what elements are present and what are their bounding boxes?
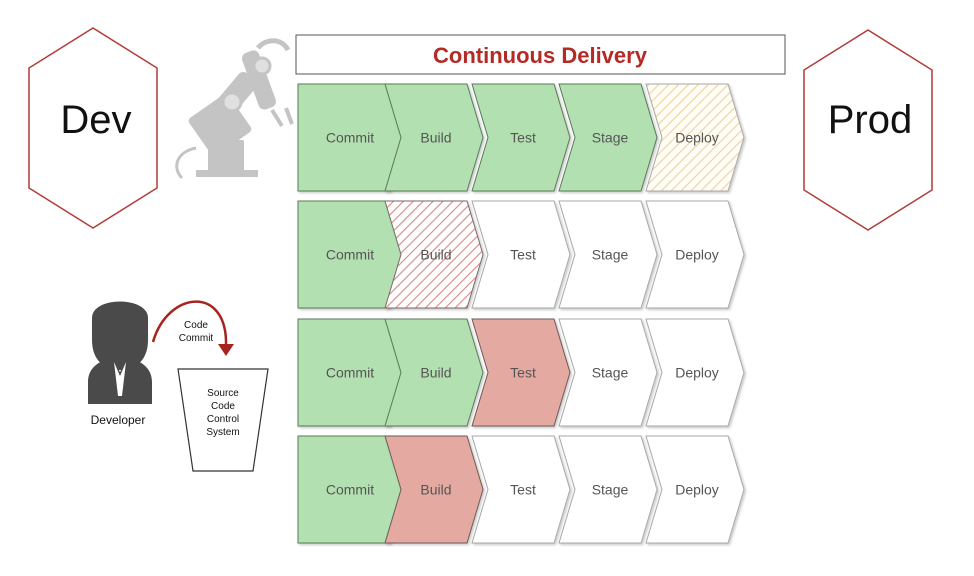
developer-label: Developer <box>91 413 146 427</box>
stage-label: Build <box>420 365 451 381</box>
stage-label: Commit <box>326 130 374 146</box>
stage-chevron-deploy <box>645 83 745 192</box>
stage-chevron-build <box>384 318 484 427</box>
code-commit-label-line2: Commit <box>179 333 214 344</box>
stage-chevron-test <box>471 435 571 544</box>
stage-label: Commit <box>326 482 374 498</box>
title-frame <box>295 34 786 75</box>
stage-chevron-build <box>384 83 484 192</box>
stage-label: Stage <box>592 365 629 381</box>
stage-label: Deploy <box>675 482 719 498</box>
stage-chevron-deploy <box>645 200 745 309</box>
stage-chevron-stage <box>558 200 658 309</box>
source-control-bucket <box>177 368 269 472</box>
stage-chevron-deploy <box>645 318 745 427</box>
stage-label: Test <box>510 482 536 498</box>
dev-environment: Dev <box>28 27 158 229</box>
stage-label: Test <box>510 247 536 263</box>
pipeline-row: Commit Build Test Stage Deploy <box>297 435 745 544</box>
stage-chevron-test <box>471 200 571 309</box>
stage-label: Deploy <box>675 130 719 146</box>
code-commit-label-line1: Code <box>184 320 208 331</box>
prod-hexagon <box>803 29 933 231</box>
stage-chevron-stage <box>558 318 658 427</box>
diagram-title: Continuous Delivery <box>433 43 648 68</box>
stage-label: Test <box>510 365 536 381</box>
source-control-label-line4: System <box>206 427 239 438</box>
developer: Developer <box>88 301 152 427</box>
stage-chevron-stage <box>558 435 658 544</box>
stage-chevron-stage <box>558 83 658 192</box>
dev-hexagon <box>28 27 158 229</box>
stage-label: Deploy <box>675 247 719 263</box>
pipeline-row: Commit Build Test Stage Deploy <box>297 83 745 192</box>
stage-chevron-deploy <box>645 435 745 544</box>
stage-label: Stage <box>592 130 629 146</box>
dev-label: Dev <box>60 98 131 142</box>
pipeline-row: Commit Build Test Stage Deploy <box>297 318 745 427</box>
stage-chevron-test <box>471 83 571 192</box>
source-control-system: Source Code Control System <box>177 368 269 472</box>
stage-chevron-build <box>384 200 484 309</box>
stage-label: Commit <box>326 247 374 263</box>
developer-icon <box>88 301 152 404</box>
source-control-label-line2: Code <box>211 401 235 412</box>
source-control-label-line1: Source <box>207 388 239 399</box>
stage-label: Stage <box>592 482 629 498</box>
pipeline-row: Commit Build Test Stage Deploy <box>297 200 745 309</box>
stage-label: Build <box>420 482 451 498</box>
stage-label: Test <box>510 130 536 146</box>
stage-chevron-build <box>384 435 484 544</box>
prod-label: Prod <box>828 98 913 142</box>
stage-label: Build <box>420 130 451 146</box>
code-commit-arrow: Code Commit <box>151 300 234 356</box>
stage-label: Build <box>420 247 451 263</box>
stage-label: Deploy <box>675 365 719 381</box>
robot-arm-icon <box>175 38 294 180</box>
source-control-label-line3: Control <box>207 414 239 425</box>
prod-environment: Prod <box>803 29 933 231</box>
stage-chevron-test <box>471 318 571 427</box>
stage-label: Stage <box>592 247 629 263</box>
stage-label: Commit <box>326 365 374 381</box>
title-box: Continuous Delivery <box>295 34 786 75</box>
